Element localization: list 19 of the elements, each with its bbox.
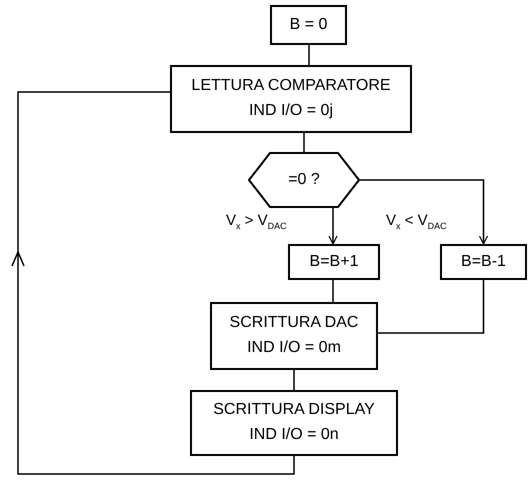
process-box (170, 65, 412, 133)
box-text: IND I/O = 0m (247, 338, 341, 358)
process-box (190, 390, 398, 456)
box-text: B=B+1 (310, 252, 358, 272)
process-box (288, 244, 380, 280)
decision-hexagon (248, 152, 360, 208)
box-text: LETTURA COMPARATORE (191, 76, 391, 96)
edge-label: V$_{x}$ > V$_{DAC}$ (226, 213, 287, 232)
process-box (210, 302, 378, 370)
edge-label: V$_{x}$ < V$_{DAC}$ (386, 213, 447, 232)
box-text: =0 ? (288, 170, 320, 190)
process-box (270, 5, 347, 45)
box-text: IND I/O = 0j (248, 101, 334, 121)
process-box (440, 244, 527, 280)
box-text: IND I/O = 0n (249, 425, 339, 445)
box-text: B=B-1 (461, 252, 506, 272)
box-text: SCRITTURA DISPLAY (213, 400, 375, 420)
box-text: SCRITTURA DAC (230, 313, 358, 334)
box-text: B = 0 (290, 14, 328, 35)
